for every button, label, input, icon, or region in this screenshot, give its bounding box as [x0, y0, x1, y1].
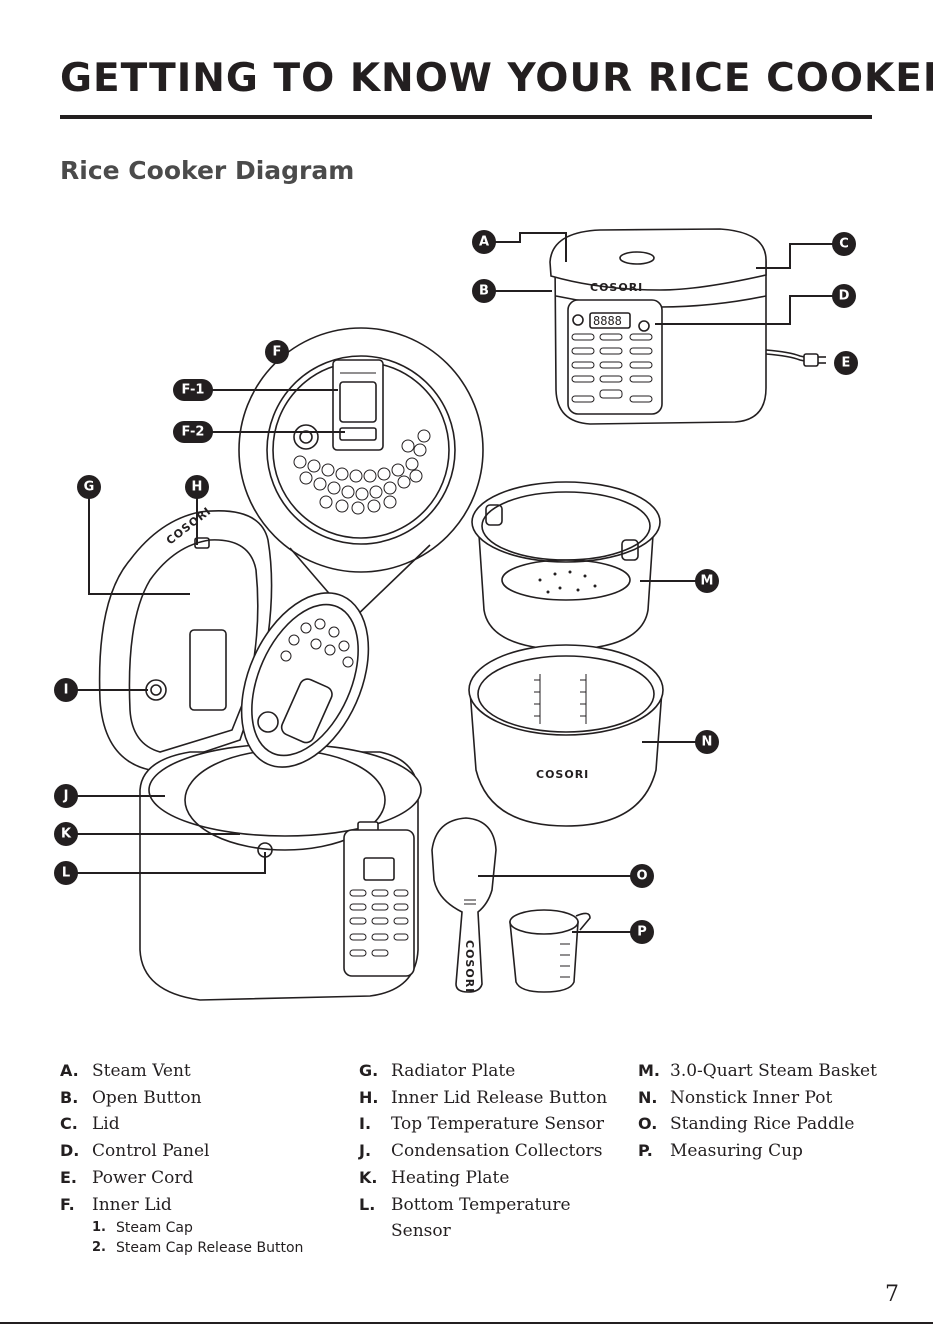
parts-list-column-1: A.Steam Vent B.Open Button C.Lid D.Contr… [60, 1058, 303, 1258]
list-item: K.Heating Plate [359, 1167, 510, 1188]
svg-text:N: N [702, 735, 713, 750]
list-item: N.Nonstick Inner Pot [638, 1087, 833, 1108]
callout-e: E [834, 351, 858, 375]
inner-lid-magnified-view [238, 327, 484, 621]
callout-h: H [185, 475, 209, 499]
list-item: E.Power Cord [60, 1167, 194, 1188]
list-item: I.Top Temperature Sensor [359, 1114, 605, 1135]
svg-text:L: L [62, 866, 70, 881]
callout-o: O [630, 864, 654, 888]
list-item: A.Steam Vent [60, 1061, 191, 1081]
section-title: Rice Cooker Diagram [60, 156, 355, 185]
bottom-divider [0, 1322, 933, 1324]
callout-p: P [630, 920, 654, 944]
callout-i: I [54, 678, 78, 702]
rice-paddle-illustration: COSORI [431, 817, 497, 993]
list-item: G.Radiator Plate [359, 1061, 516, 1081]
page-title: GETTING TO KNOW YOUR RICE COOKER [60, 56, 933, 101]
callout-j: J [54, 784, 78, 808]
callout-l: L [54, 861, 78, 885]
rice-cooker-diagram: COSORI 8888 [54, 228, 858, 1001]
svg-text:I: I [64, 683, 69, 698]
callout-f: F [265, 340, 289, 364]
callout-g: G [77, 475, 101, 499]
list-item: C.Lid [60, 1114, 120, 1135]
callout-b: B [472, 279, 496, 303]
inner-lid-sublist: 1.Steam Cap 2.Steam Cap Release Button [92, 1218, 303, 1258]
callout-n: N [695, 730, 719, 754]
parts-list-column-2: G.Radiator Plate H.Inner Lid Release But… [359, 1058, 609, 1245]
svg-text:K: K [61, 827, 72, 842]
svg-text:E: E [842, 356, 851, 371]
svg-text:B: B [479, 284, 489, 299]
svg-text:D: D [839, 289, 850, 304]
brand-logo-top: COSORI [590, 281, 643, 294]
list-item: J.Condensation Collectors [359, 1141, 603, 1162]
page-number: 7 [885, 1282, 899, 1307]
list-item: H.Inner Lid Release Button [359, 1087, 608, 1108]
callout-m: M [695, 569, 719, 593]
list-item: B.Open Button [60, 1087, 202, 1108]
svg-text:G: G [84, 480, 95, 495]
list-item: M.3.0-Quart Steam Basket [638, 1061, 877, 1081]
callout-d: D [832, 284, 856, 308]
svg-text:H: H [192, 480, 203, 495]
open-cooker-illustration: COSORI [98, 504, 422, 1001]
svg-text:8888: 8888 [593, 314, 622, 328]
list-item: P.Measuring Cup [638, 1141, 803, 1162]
steam-basket-illustration [471, 481, 661, 651]
callout-f2: F-2 [173, 421, 213, 443]
list-item: F.Inner Lid 1.Steam Cap 2.Steam Cap Rele… [60, 1194, 304, 1258]
title-divider [60, 115, 872, 119]
list-item: O.Standing Rice Paddle [638, 1114, 855, 1135]
svg-text:J: J [63, 789, 69, 804]
svg-text:O: O [636, 869, 647, 884]
measuring-cup-illustration [509, 909, 591, 993]
svg-text:COSORI: COSORI [463, 940, 476, 993]
closed-cooker-illustration: COSORI 8888 [549, 228, 826, 425]
svg-text:A: A [479, 235, 489, 250]
sub-list-item: 1.Steam Cap [92, 1220, 193, 1237]
sub-list-item: 2.Steam Cap Release Button [92, 1240, 304, 1257]
list-item: L.Bottom Temperature Sensor [359, 1194, 571, 1242]
callout-k: K [54, 822, 78, 846]
leader-lines [66, 232, 844, 933]
svg-text:COSORI: COSORI [536, 768, 589, 781]
svg-text:C: C [839, 237, 849, 252]
callout-badges: A B C D E F F-1 F-2 G H I J K L M N O P [54, 230, 858, 944]
callout-f1: F-1 [173, 379, 213, 401]
svg-text:F: F [273, 345, 282, 360]
svg-text:P: P [637, 925, 647, 940]
svg-text:M: M [701, 574, 714, 589]
svg-text:F-2: F-2 [182, 425, 205, 440]
callout-c: C [832, 232, 856, 256]
list-item: D.Control Panel [60, 1141, 210, 1162]
inner-pot-illustration: COSORI [468, 644, 664, 827]
parts-list-column-3: M.3.0-Quart Steam Basket N.Nonstick Inne… [638, 1058, 877, 1165]
svg-text:F-1: F-1 [182, 383, 205, 398]
callout-a: A [472, 230, 496, 254]
